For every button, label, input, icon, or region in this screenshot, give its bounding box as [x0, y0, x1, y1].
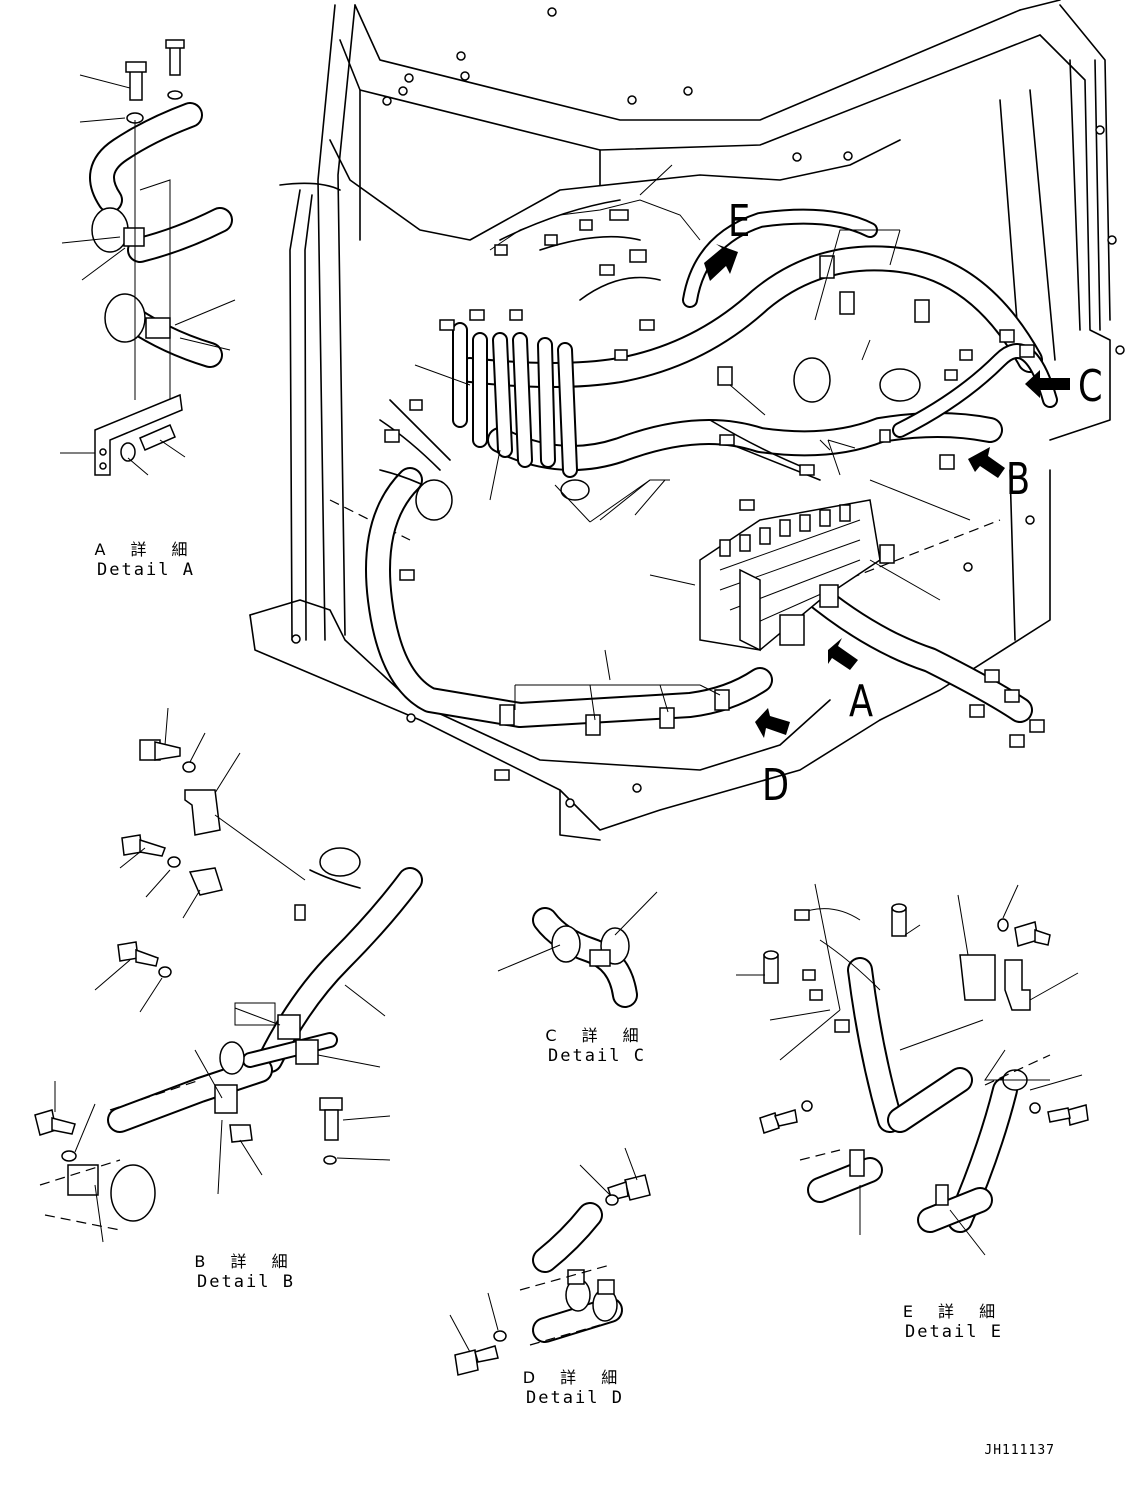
detail-c-label-jp: C 詳 細 [545, 1026, 649, 1045]
view-letter-b: B [1006, 454, 1031, 505]
detail-a-drawing [60, 40, 235, 475]
view-arrow-a [828, 638, 858, 670]
view-arrow-e [704, 244, 738, 281]
view-letter-c: C [1078, 361, 1103, 412]
view-arrows [704, 244, 1070, 738]
detail-b-label-jp: B 詳 細 [194, 1252, 298, 1271]
detail-d-label-jp: D 詳 細 [522, 1368, 628, 1387]
detail-e-label: E 詳 細 Detail E [894, 1302, 1014, 1343]
view-arrow-d [755, 708, 790, 738]
view-arrow-b [968, 447, 1005, 478]
detail-d-label: D 詳 細 Detail D [515, 1368, 635, 1409]
view-arrow-c [1025, 370, 1070, 398]
detail-a-label-en: Detail A [97, 560, 195, 580]
main-harness [378, 165, 1050, 747]
detail-e-label-en: Detail E [905, 1322, 1003, 1342]
detail-b-label: B 詳 細 Detail B [186, 1252, 306, 1293]
drawing-number: JH111137 [984, 1443, 1055, 1458]
detail-c-label-en: Detail C [548, 1046, 646, 1066]
detail-e-drawing [736, 884, 1088, 1255]
detail-a-label: A 詳 細 Detail A [86, 540, 206, 581]
view-letter-d: D [762, 760, 790, 811]
detail-b-drawing [35, 708, 410, 1242]
detail-d-label-en: Detail D [526, 1388, 624, 1408]
detail-b-label-en: Detail B [197, 1272, 295, 1292]
detail-c-label: C 詳 細 Detail C [537, 1026, 657, 1067]
detail-e-label-jp: E 詳 細 [902, 1302, 1006, 1321]
detail-d-drawing [450, 1148, 650, 1375]
detail-a-label-jp: A 詳 細 [94, 540, 198, 559]
view-letter-e: E [728, 196, 751, 247]
view-letter-a: A [849, 676, 874, 727]
detail-c-drawing [498, 892, 657, 995]
